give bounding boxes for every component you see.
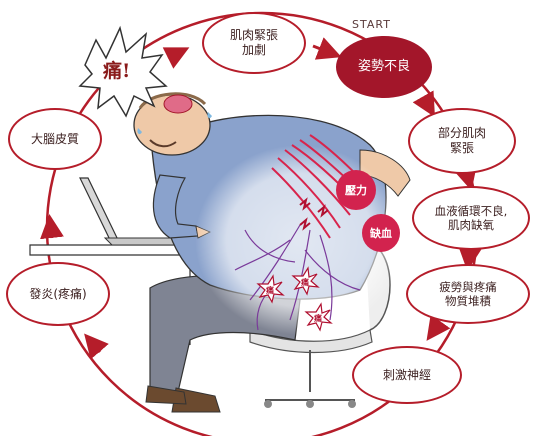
pain-mark: 痛 (301, 278, 309, 287)
start-label: START (352, 18, 391, 31)
laptop-screen (79, 177, 121, 245)
arrow-nerve-to-inflammation (84, 333, 109, 360)
arrow-inflammation-to-brain (40, 214, 64, 240)
node-bad-posture: 姿勢不良 (336, 36, 432, 98)
node-brain-perception: 大腦皮質 (8, 108, 102, 170)
pain-bursts (256, 266, 333, 332)
arrow-fatigue-to-nerve (426, 314, 451, 341)
tag-ischemia: 缺血 (362, 214, 400, 252)
arrow-tension-to-posture (312, 37, 342, 60)
arrow-posture-to-muscle (412, 90, 435, 118)
node-fatigue-accumulation: 疲勞與疼痛 物質堆積 (406, 264, 530, 324)
strain-zigzags (299, 197, 329, 231)
tag-pressure: 壓力 (336, 170, 376, 210)
node-muscle-tension-increase: 肌肉緊張 加劇 (202, 12, 306, 74)
arrow-circulation-to-fatigue (458, 245, 483, 271)
pain-mark: 痛 (314, 314, 322, 323)
pain-mark: 痛 (266, 286, 274, 295)
node-nerve-stimulation: 刺激神經 (352, 346, 462, 404)
nerve-lines (234, 224, 361, 331)
pain-speech-burst (78, 25, 168, 118)
node-inflammation: 發炎(疼痛) (6, 262, 110, 326)
brain-icon (163, 94, 193, 114)
arrow-brain-to-tension (162, 47, 190, 69)
right-shoe (145, 385, 187, 405)
pain-shout-text: 痛! (103, 60, 131, 82)
sweat-drop-icon (207, 112, 212, 119)
node-partial-muscle-tension: 部分肌肉 緊張 (408, 108, 516, 174)
node-poor-circulation: 血液循環不良, 肌肉缺氧 (412, 186, 530, 250)
